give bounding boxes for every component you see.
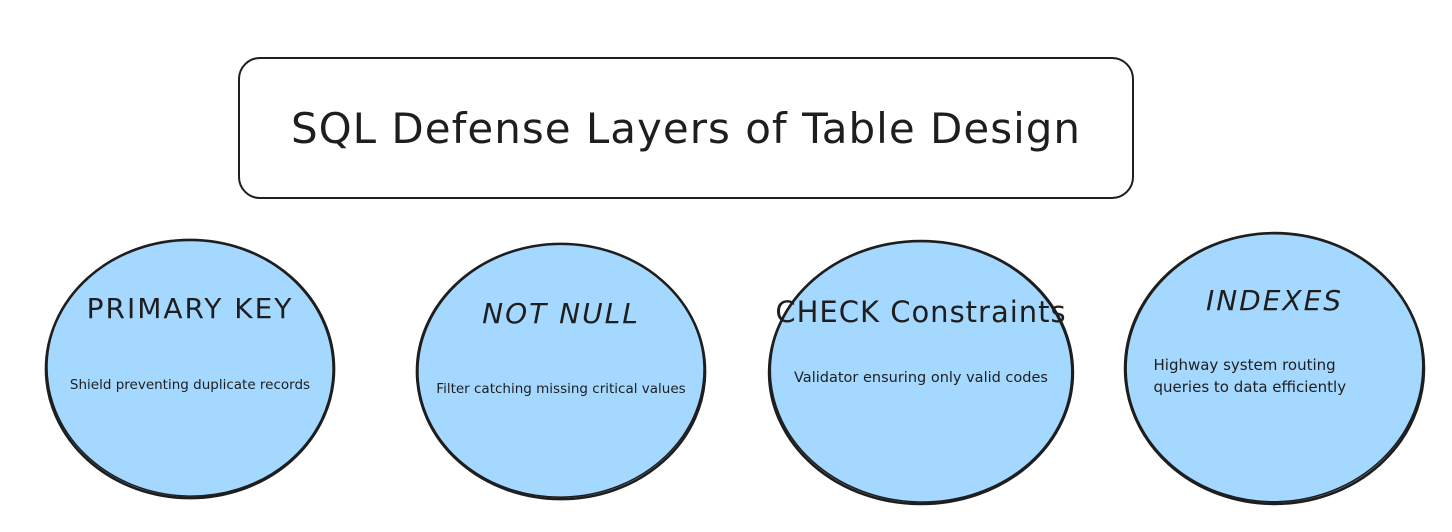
diagram-title: SQL Defense Layers of Table Design: [290, 103, 1082, 153]
node-title: NOT NULL: [482, 297, 640, 330]
node-description-text: Highway system routing queries to data e…: [1153, 356, 1347, 396]
node-ellipse-sketch-line: [46, 239, 334, 497]
node-title: PRIMARY KEY: [86, 292, 294, 325]
node-ellipse-sketch-line: [417, 243, 705, 498]
node-indexes: INDEXES Highway system routing queries t…: [1121, 229, 1428, 508]
node-ellipse-sketch-line: [769, 240, 1073, 503]
node-title: CHECK Constraints: [775, 295, 1067, 329]
node-description: Validator ensuring only valid codes: [794, 370, 1048, 386]
node-check-constraints: CHECK Constraints Validator ensuring onl…: [765, 237, 1077, 508]
ellipse-shape: [1123, 231, 1426, 506]
node-description: Shield preventing duplicate records: [69, 377, 311, 393]
node-ellipse-sketch-line: [1125, 232, 1424, 503]
node-primary-key: PRIMARY KEY Shield preventing duplicate …: [42, 236, 338, 502]
node-not-null: NOT NULL Filter catching missing critica…: [413, 240, 709, 503]
node-description: Filter catching missing critical values: [436, 381, 686, 397]
ellipse-shape: [415, 242, 707, 501]
node-title: INDEXES: [1205, 284, 1344, 317]
diagram-title-box: SQL Defense Layers of Table Design: [238, 57, 1134, 199]
node-description: Highway system routing queries to data e…: [1121, 355, 1428, 399]
ellipse-shape: [44, 238, 336, 500]
ellipse-shape: [767, 239, 1075, 506]
